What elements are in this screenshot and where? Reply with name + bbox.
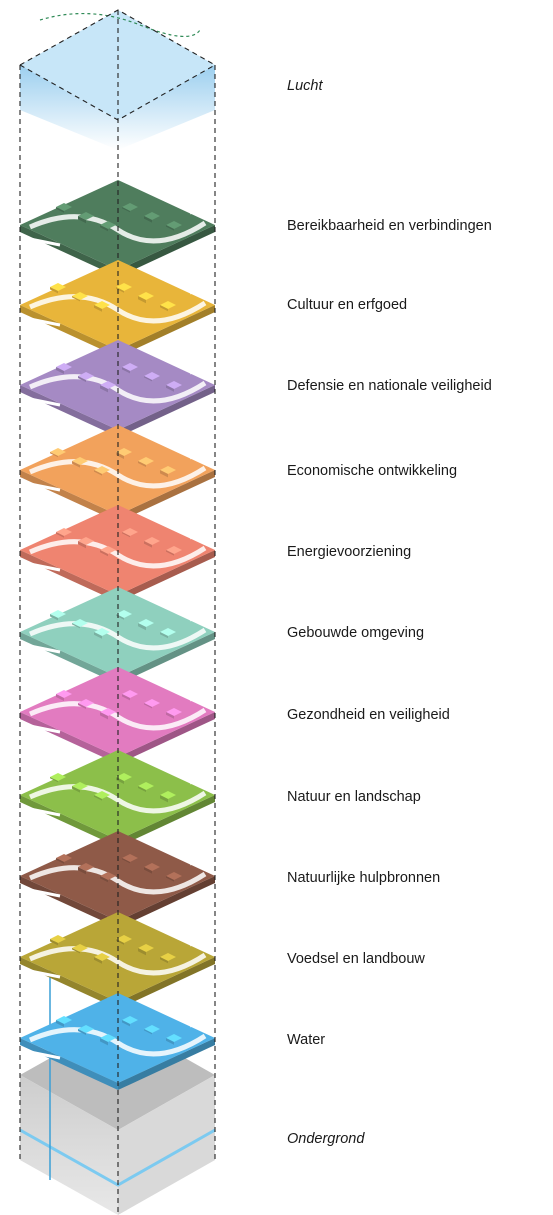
layer-label-gezondheid: Gezondheid en veiligheid <box>287 707 450 723</box>
layer-label-lucht: Lucht <box>287 78 323 94</box>
layer-slab-2 <box>19 260 216 357</box>
layer-label-voedsel: Voedsel en landbouw <box>287 951 425 967</box>
layer-label-hulpbronnen: Natuurlijke hulpbronnen <box>287 870 441 886</box>
layer-label-ondergrond: Ondergrond <box>287 1131 365 1147</box>
layer-label-bereikbaarheid: Bereikbaarheid en verbindingen <box>287 218 492 234</box>
layer-slab-1 <box>19 180 216 277</box>
layer-label-defensie: Defensie en nationale veiligheid <box>287 378 492 394</box>
layer-label-energie: Energievoorziening <box>287 544 412 560</box>
layer-label-cultuur: Cultuur en erfgoed <box>287 297 408 313</box>
layer-label-water: Water <box>287 1032 326 1048</box>
layer-label-gebouwde-omgeving: Gebouwde omgeving <box>287 625 425 641</box>
layer-slab-3 <box>19 340 216 437</box>
layer-label-economie: Economische ontwikkeling <box>287 463 458 479</box>
layer-label-natuur: Natuur en landschap <box>287 789 421 805</box>
dashed-frame <box>19 9 216 1215</box>
